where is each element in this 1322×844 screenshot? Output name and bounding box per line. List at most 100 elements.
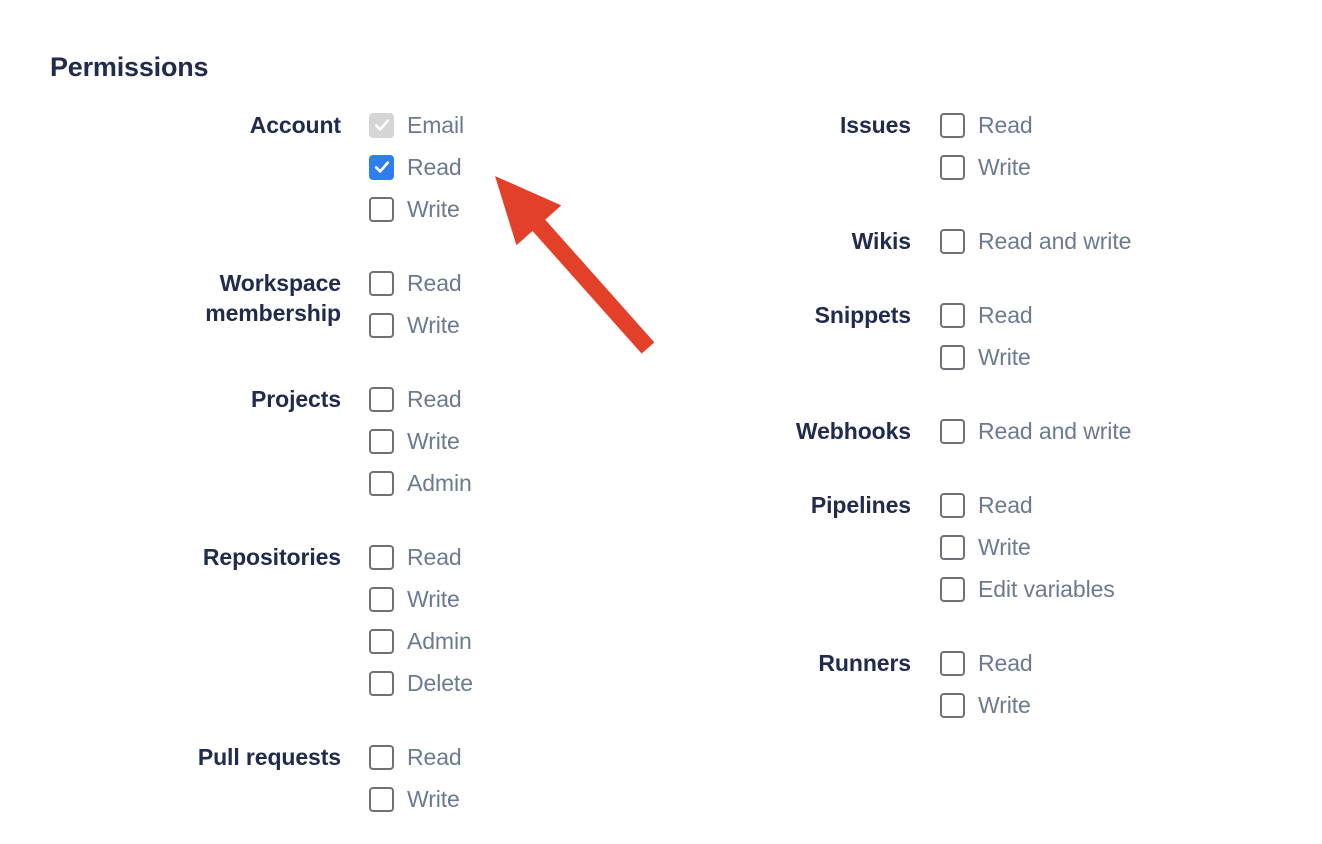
checkbox-label: Write	[407, 428, 460, 454]
permission-option-row[interactable]: Email	[369, 104, 700, 146]
checkbox-label: Read and write	[978, 418, 1132, 444]
checkbox-admin[interactable]	[369, 470, 394, 496]
checkbox-read-and-write[interactable]	[940, 228, 965, 254]
permission-option-row[interactable]: Write	[369, 778, 700, 820]
permission-option-row[interactable]: Delete	[369, 662, 700, 704]
permission-option-row[interactable]: Read and write	[940, 220, 1310, 262]
permission-group-label: Snippets	[814, 302, 911, 328]
checkbox-label: Read	[978, 650, 1033, 676]
checkbox-write[interactable]	[369, 312, 394, 338]
checkbox-read[interactable]	[940, 650, 965, 676]
permission-option-row[interactable]: Write	[369, 578, 700, 620]
permission-group-label: Projects	[251, 386, 341, 412]
permission-option-row[interactable]: Read	[369, 378, 700, 420]
permission-group-label: Runners	[818, 650, 911, 676]
checkbox-label: Write	[978, 692, 1031, 718]
checkbox-label: Write	[978, 534, 1031, 560]
checkbox-read[interactable]	[369, 270, 394, 296]
permission-option-row[interactable]: Read	[940, 104, 1310, 146]
permission-option-row[interactable]: Read	[940, 294, 1310, 336]
checkbox-read[interactable]	[940, 492, 965, 518]
checkbox-label: Delete	[407, 670, 473, 696]
checkbox-label: Read	[407, 744, 462, 770]
permission-group-label: Pull requests	[197, 744, 341, 770]
checkbox-read[interactable]	[369, 544, 394, 570]
permission-group-label: Account	[249, 112, 341, 138]
checkbox-read-and-write[interactable]	[940, 418, 965, 444]
checkbox-label: Write	[407, 586, 460, 612]
permission-option-row[interactable]: Read	[940, 484, 1310, 526]
checkbox-label: Read	[407, 270, 462, 296]
checkbox-label: Read	[407, 544, 462, 570]
checkbox-write[interactable]	[940, 344, 965, 370]
permission-option-row[interactable]: Write	[369, 188, 700, 230]
permission-option-list: Read and write	[940, 410, 1310, 452]
permission-option-row[interactable]: Write	[940, 526, 1310, 568]
checkbox-label: Read	[407, 154, 462, 180]
checkbox-read[interactable]	[369, 386, 394, 412]
checkbox-admin[interactable]	[369, 628, 394, 654]
checkbox-label: Admin	[407, 628, 472, 654]
checkmark-icon	[374, 161, 389, 173]
permission-option-row[interactable]: Admin	[369, 620, 700, 662]
checkbox-write[interactable]	[369, 786, 394, 812]
checkbox-label: Write	[407, 786, 460, 812]
checkbox-label: Read and write	[978, 228, 1132, 254]
permission-option-row[interactable]: Write	[940, 684, 1310, 726]
permission-option-row[interactable]: Write	[940, 336, 1310, 378]
checkbox-write[interactable]	[940, 154, 965, 180]
permission-option-row[interactable]: Edit variables	[940, 568, 1310, 610]
checkbox-write[interactable]	[369, 428, 394, 454]
permission-group-label: Wikis	[851, 228, 911, 254]
checkbox-label: Read	[978, 302, 1033, 328]
permission-group-label: Issues	[839, 112, 911, 138]
checkbox-label: Write	[407, 312, 460, 338]
checkbox-read[interactable]	[369, 744, 394, 770]
permission-option-row[interactable]: Read	[369, 262, 700, 304]
checkbox-write[interactable]	[940, 692, 965, 718]
checkbox-read[interactable]	[940, 112, 965, 138]
permission-option-row[interactable]: Read	[369, 146, 700, 188]
permission-option-row[interactable]: Write	[369, 420, 700, 462]
checkbox-edit-variables[interactable]	[940, 576, 965, 602]
permission-group-label: Repositories	[202, 544, 341, 570]
permission-option-row[interactable]: Read	[940, 642, 1310, 684]
permission-option-row[interactable]: Write	[369, 304, 700, 346]
permission-option-row[interactable]: Read	[369, 536, 700, 578]
permission-option-row[interactable]: Write	[940, 146, 1310, 188]
checkbox-label: Email	[407, 112, 465, 138]
checkbox-delete[interactable]	[369, 670, 394, 696]
permission-option-row[interactable]: Read and write	[940, 410, 1310, 452]
checkbox-read[interactable]	[369, 154, 394, 180]
checkbox-label: Read	[407, 386, 462, 412]
checkbox-write[interactable]	[940, 534, 965, 560]
checkbox-email	[369, 112, 394, 138]
permission-group-label: Webhooks	[795, 418, 911, 444]
checkbox-write[interactable]	[369, 586, 394, 612]
permission-option-row[interactable]: Admin	[369, 462, 700, 504]
permission-option-row[interactable]: Read	[369, 736, 700, 778]
checkmark-icon	[374, 119, 389, 131]
checkbox-write[interactable]	[369, 196, 394, 222]
checkbox-read[interactable]	[940, 302, 965, 328]
checkbox-label: Write	[978, 154, 1031, 180]
permission-group: Webhooks Read and write	[570, 410, 1310, 452]
checkbox-label: Write	[978, 344, 1031, 370]
